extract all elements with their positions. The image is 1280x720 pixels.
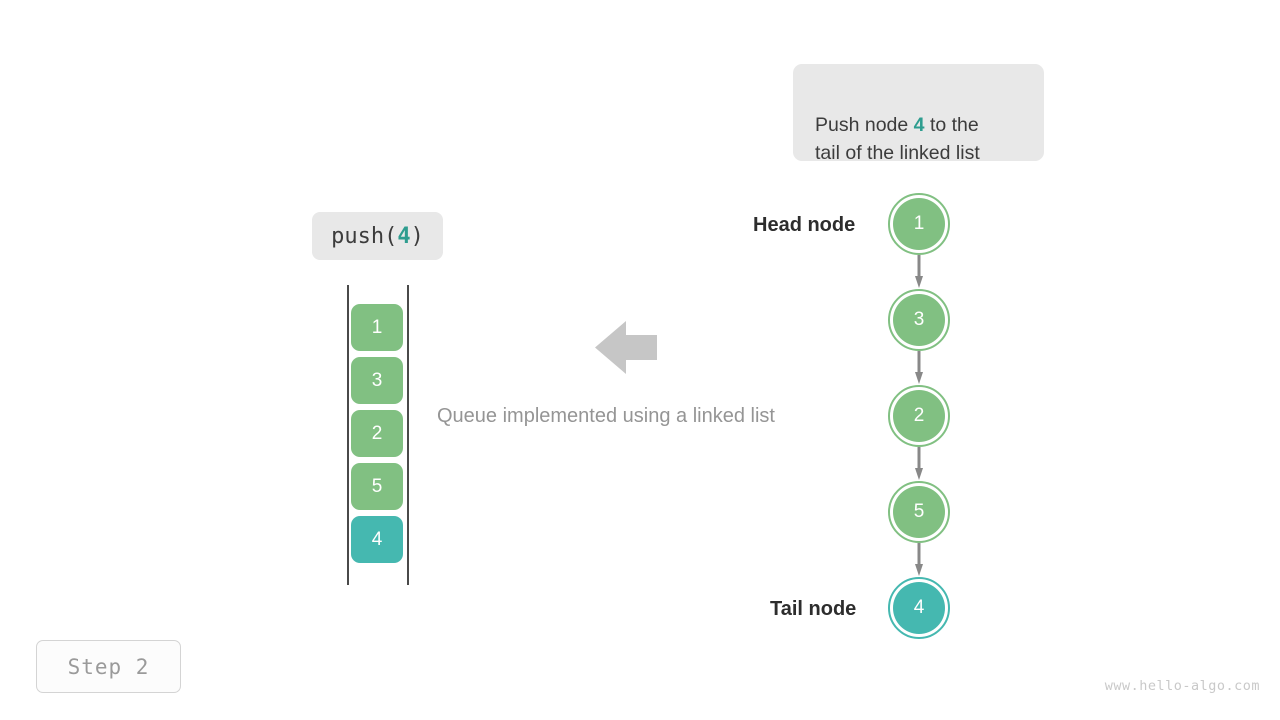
node-value: 1 xyxy=(893,198,945,250)
operation-name: push( xyxy=(331,223,398,249)
queue-cell-value: 3 xyxy=(371,369,383,391)
queue-container: 1 3 2 5 4 xyxy=(347,285,409,585)
queue-cell-list: 1 3 2 5 4 xyxy=(351,304,403,569)
operation-argument: 4 xyxy=(397,223,411,249)
queue-cell-value: 5 xyxy=(371,475,383,497)
queue-cell: 3 xyxy=(351,357,403,404)
arrow-left-icon xyxy=(595,320,657,375)
node-value: 5 xyxy=(893,486,945,538)
queue-cell: 5 xyxy=(351,463,403,510)
site-watermark: www.hello-algo.com xyxy=(1104,678,1260,694)
node-value: 4 xyxy=(893,582,945,634)
linked-list-node: 3 xyxy=(888,289,950,351)
queue-rail-left xyxy=(347,285,349,585)
queue-cell: 2 xyxy=(351,410,403,457)
head-node-label: Head node xyxy=(753,214,856,236)
queue-cell-value: 1 xyxy=(371,316,383,338)
arrow-down-icon xyxy=(915,351,923,385)
diagram-caption: Queue implemented using a linked list xyxy=(437,405,775,427)
linked-list-node: 1 xyxy=(888,193,950,255)
callout-text: Push node 4 to the tail of the linked li… xyxy=(815,83,1022,167)
node-value: 2 xyxy=(893,390,945,442)
queue-cell-value: 2 xyxy=(371,422,383,444)
linked-list-node: 2 xyxy=(888,385,950,447)
operation-label: push(4) xyxy=(312,212,443,260)
operation-close-paren: ) xyxy=(410,223,424,249)
arrow-down-icon xyxy=(915,255,923,289)
callout-text-after: to the tail of the linked list xyxy=(815,114,980,164)
queue-cell: 1 xyxy=(351,304,403,351)
queue-rail-right xyxy=(407,285,409,585)
callout-highlight-value: 4 xyxy=(913,114,925,136)
step-badge: Step 2 xyxy=(36,640,181,693)
operation-callout: Push node 4 to the tail of the linked li… xyxy=(793,64,1044,164)
linked-list-node: 5 xyxy=(888,481,950,543)
arrow-down-icon xyxy=(915,543,923,577)
queue-cell-value: 4 xyxy=(371,528,383,550)
arrow-down-icon xyxy=(915,447,923,481)
node-value: 3 xyxy=(893,294,945,346)
linked-list-node-highlighted: 4 xyxy=(888,577,950,639)
queue-cell-highlighted: 4 xyxy=(351,516,403,563)
linked-list-container: 1 3 2 5 xyxy=(888,193,952,643)
callout-text-before: Push node xyxy=(815,114,914,136)
tail-node-label: Tail node xyxy=(770,598,857,620)
